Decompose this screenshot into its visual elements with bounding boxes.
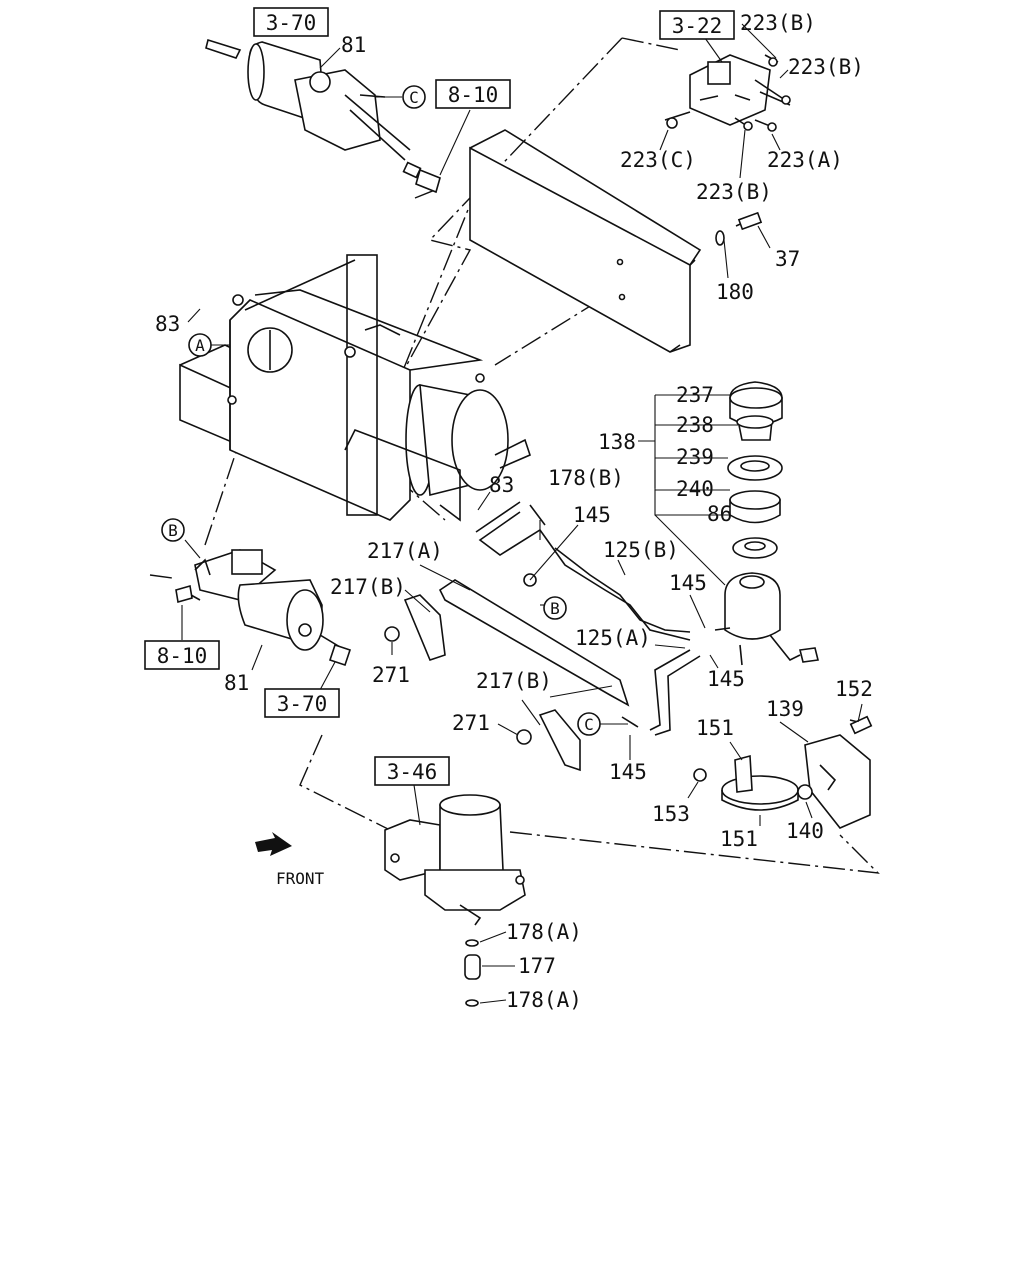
callout-271-2: 271 (452, 711, 490, 735)
air-filter-bottom (384, 794, 526, 1007)
callout-152: 152 (835, 677, 873, 701)
callout-223b-1: 223(B) (740, 11, 816, 35)
svg-text:C: C (584, 715, 594, 734)
callout-180: 180 (716, 280, 754, 304)
ref-box-3-70-top[interactable]: 3-70 (253, 7, 329, 37)
svg-text:3-70: 3-70 (266, 11, 317, 35)
callout-139: 139 (766, 697, 804, 721)
callout-217b-2: 217(B) (476, 669, 552, 693)
callout-223b-3: 223(B) (696, 180, 772, 204)
callout-240: 240 (676, 477, 714, 501)
circle-marker-c-mid: C (577, 712, 601, 736)
callout-223a: 223(A) (767, 148, 843, 172)
leader-lines (181, 23, 863, 1004)
callout-83-left: 83 (155, 312, 180, 336)
callout-178a-1: 178(A) (506, 920, 582, 944)
callout-238: 238 (676, 413, 714, 437)
circle-marker-c-top: C (402, 85, 426, 109)
svg-text:C: C (409, 88, 419, 107)
callout-86: 86 (707, 502, 732, 526)
callout-217b-1: 217(B) (330, 575, 406, 599)
callout-145-bottom: 145 (609, 760, 647, 784)
pipes-brackets (384, 501, 701, 772)
callout-125a: 125(A) (575, 626, 651, 650)
callout-81-left: 81 (224, 671, 249, 695)
air-tank-top (205, 38, 441, 194)
ref-box-3-22[interactable]: 3-22 (659, 10, 735, 40)
front-arrow-icon (255, 832, 292, 856)
front-label: FRONT (276, 869, 325, 888)
svg-text:B: B (550, 599, 560, 618)
callout-223c: 223(C) (620, 148, 696, 172)
callout-labels: 81 223(B) 223(B) 223(C) 223(A) 223(B) 37… (155, 11, 873, 1012)
reservoir-stack (714, 381, 819, 666)
callout-153: 153 (652, 802, 690, 826)
svg-text:8-10: 8-10 (157, 644, 208, 668)
circle-marker-b-mid: B (543, 596, 567, 620)
callout-140: 140 (786, 819, 824, 843)
air-tank-assembly (179, 254, 531, 522)
callout-271-1: 271 (372, 663, 410, 687)
callout-145-top: 145 (573, 503, 611, 527)
ref-box-3-46[interactable]: 3-46 (374, 756, 450, 786)
ref-box-3-70-left[interactable]: 3-70 (264, 688, 340, 718)
svg-text:3-70: 3-70 (277, 692, 328, 716)
callout-125b: 125(B) (603, 538, 679, 562)
callout-178a-2: 178(A) (506, 988, 582, 1012)
svg-text:B: B (168, 521, 178, 540)
callout-237: 237 (676, 383, 714, 407)
ref-box-8-10-top[interactable]: 8-10 (435, 79, 511, 109)
callout-177: 177 (518, 954, 556, 978)
air-dryer-left (175, 549, 352, 667)
callout-145-right2: 145 (707, 667, 745, 691)
callout-223b-2: 223(B) (788, 55, 864, 79)
svg-text:8-10: 8-10 (448, 83, 499, 107)
callout-151-2: 151 (720, 827, 758, 851)
frame-rail (469, 129, 763, 353)
callout-145-right: 145 (669, 571, 707, 595)
callout-217a: 217(A) (367, 539, 443, 563)
svg-text:A: A (195, 336, 205, 355)
svg-text:3-46: 3-46 (387, 760, 438, 784)
circle-marker-b-left: B (161, 518, 185, 542)
callout-151-1: 151 (696, 716, 734, 740)
callout-178b: 178(B) (548, 466, 624, 490)
circle-marker-a-top: A (188, 333, 212, 357)
valve-block (664, 54, 791, 132)
svg-text:3-22: 3-22 (672, 14, 723, 38)
callout-138: 138 (598, 430, 636, 454)
callout-83-mid: 83 (489, 473, 514, 497)
callout-81-top: 81 (341, 33, 366, 57)
callout-239: 239 (676, 445, 714, 469)
ref-box-8-10-left[interactable]: 8-10 (144, 640, 220, 670)
callout-37: 37 (775, 247, 800, 271)
clamp-bracket (693, 715, 873, 829)
